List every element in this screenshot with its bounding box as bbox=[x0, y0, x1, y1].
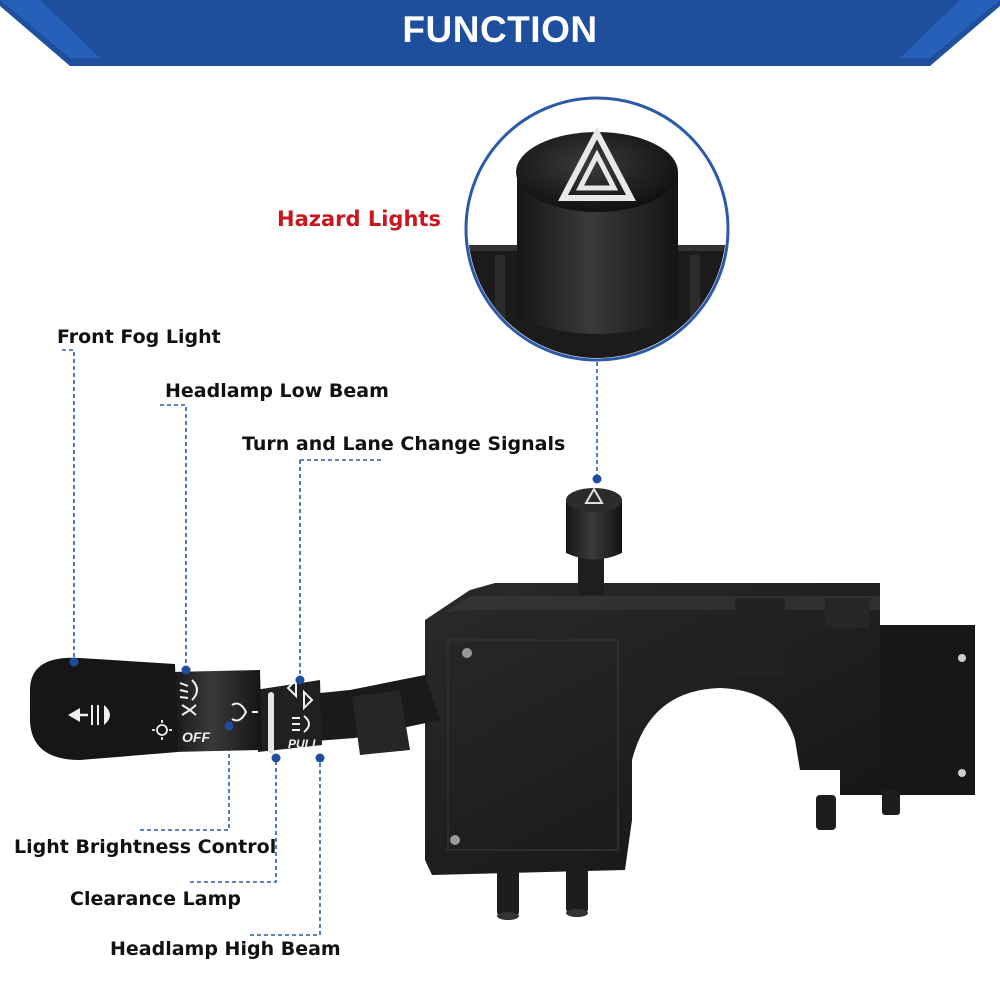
headlamp-low-beam-icon bbox=[179, 679, 198, 701]
page-title: FUNCTION bbox=[402, 9, 598, 50]
label-light-brightness: Light Brightness Control bbox=[14, 836, 277, 858]
label-front-fog-light: Front Fog Light bbox=[57, 326, 221, 348]
sun-dimmer-icon bbox=[152, 720, 172, 740]
label-hazard-lights: Hazard Lights bbox=[277, 207, 441, 231]
pull-marking: PULL bbox=[288, 737, 319, 751]
hazard-zoom-circle bbox=[464, 96, 730, 362]
switch-body bbox=[425, 583, 975, 920]
callout-lines bbox=[62, 349, 598, 936]
hazard-knob bbox=[566, 474, 622, 595]
front-fog-light-icon bbox=[68, 705, 110, 725]
label-turn-lane-change: Turn and Lane Change Signals bbox=[242, 433, 566, 455]
turn-signal-stalk bbox=[29, 657, 440, 763]
label-headlamp-low-beam: Headlamp Low Beam bbox=[165, 380, 389, 402]
headlamp-high-beam-icon bbox=[292, 715, 310, 733]
header-banner bbox=[0, 0, 1000, 66]
hazard-triangle-icon bbox=[558, 126, 636, 201]
clearance-lamp-icon bbox=[181, 704, 197, 716]
label-clearance-lamp: Clearance Lamp bbox=[70, 888, 241, 910]
off-marking: OFF bbox=[182, 729, 210, 745]
dimmer-icon bbox=[231, 702, 258, 722]
label-headlamp-high-beam: Headlamp High Beam bbox=[110, 938, 341, 960]
turn-signal-arrows-icon bbox=[286, 677, 314, 711]
